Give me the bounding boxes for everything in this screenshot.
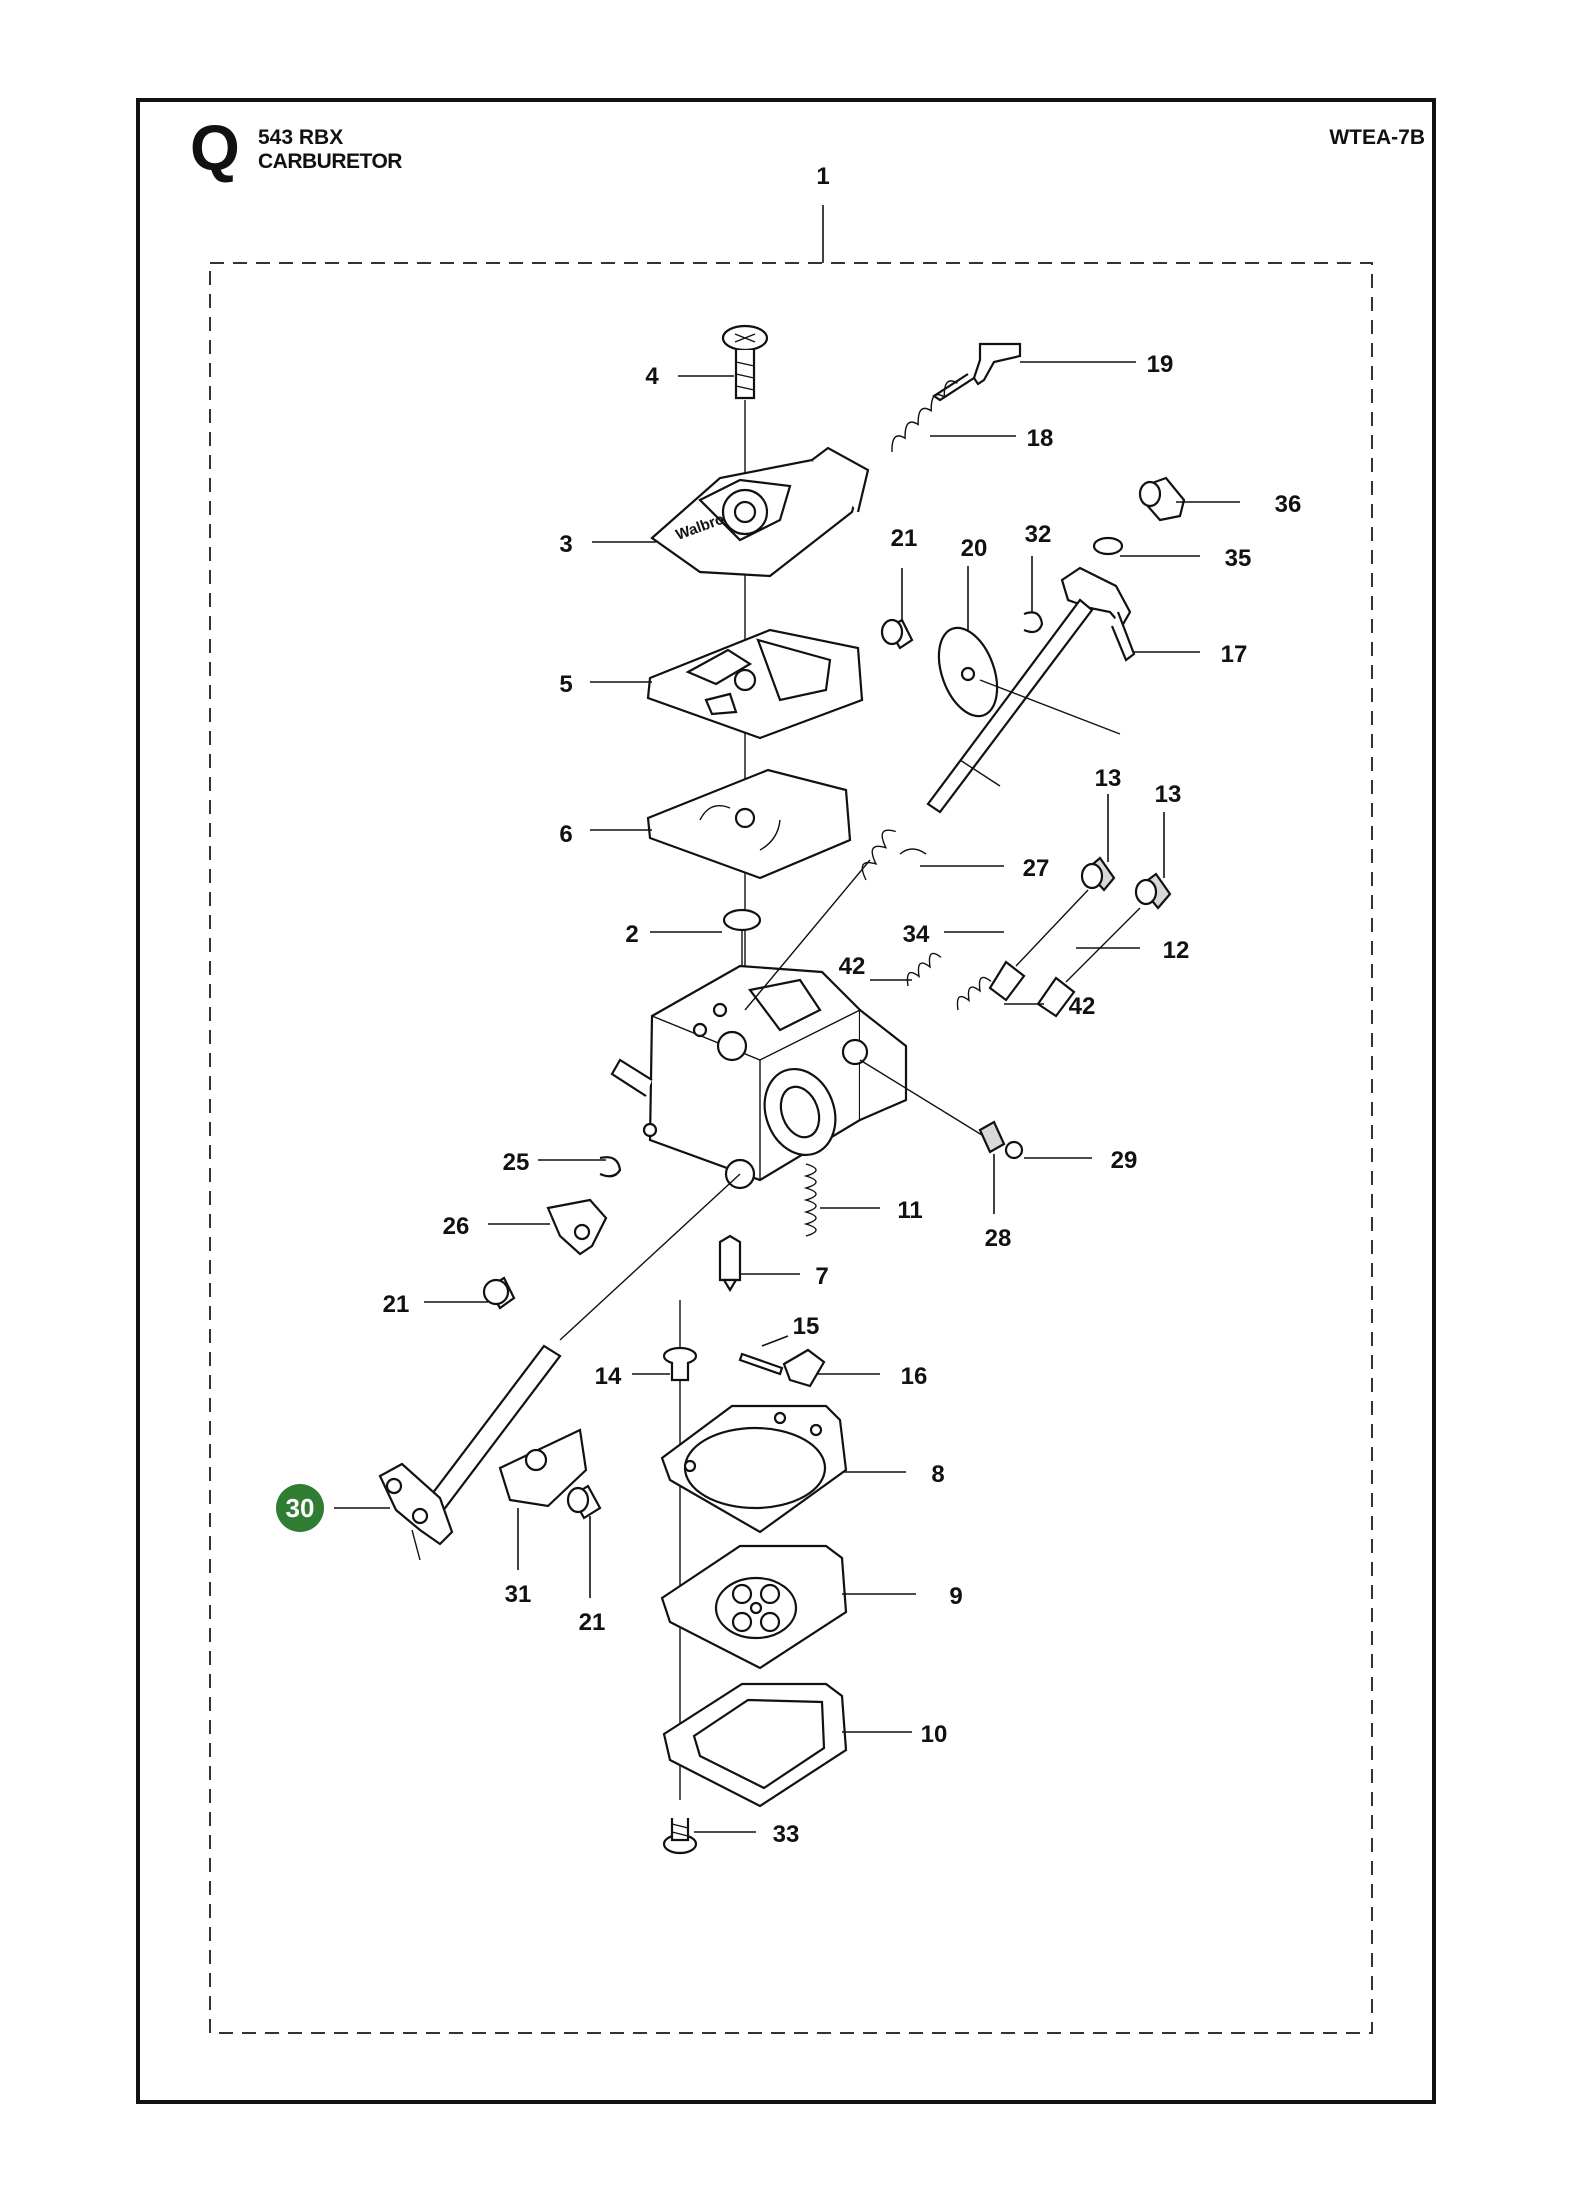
callout-14[interactable]: 14 xyxy=(595,1363,622,1390)
cap-part-36 xyxy=(1138,476,1186,522)
page-frame xyxy=(136,98,1436,2104)
needle-part-19 xyxy=(931,342,1022,402)
spring-part-27 xyxy=(861,829,927,881)
callout-29[interactable]: 29 xyxy=(1111,1147,1138,1174)
spring-part-42a xyxy=(906,952,942,987)
callout-32[interactable]: 32 xyxy=(1025,521,1052,548)
callout-7[interactable]: 7 xyxy=(815,1263,828,1290)
callout-10[interactable]: 10 xyxy=(921,1721,948,1748)
callout-31[interactable]: 31 xyxy=(505,1581,532,1608)
needle-part-12 xyxy=(1036,907,1141,1018)
ball-part-29 xyxy=(1004,1140,1024,1160)
callout-27[interactable]: 27 xyxy=(1023,855,1050,882)
callout-18[interactable]: 18 xyxy=(1027,425,1054,452)
callout-25[interactable]: 25 xyxy=(503,1149,530,1176)
callout-8[interactable]: 8 xyxy=(931,1461,944,1488)
spring-part-18 xyxy=(891,380,958,453)
gasket-part-5 xyxy=(646,628,864,740)
cap-part-13b xyxy=(1134,872,1172,910)
clip-part-32 xyxy=(1023,611,1044,634)
diaphragm-part-6 xyxy=(646,768,852,880)
carburetor-body xyxy=(610,964,908,1190)
needle-part-7 xyxy=(718,1234,742,1293)
callout-33[interactable]: 33 xyxy=(773,1821,800,1848)
pin-part-15 xyxy=(738,1352,784,1376)
callout-30[interactable]: 30 xyxy=(286,1493,315,1523)
callout-15[interactable]: 15 xyxy=(793,1313,820,1340)
callout-2[interactable]: 2 xyxy=(625,921,638,948)
throttle-shaft-part-30 xyxy=(378,1344,562,1561)
callout-21-top[interactable]: 21 xyxy=(891,525,918,552)
section-letter: Q xyxy=(190,112,240,184)
cover-part-3: Walbro xyxy=(650,446,870,578)
guide-line-right xyxy=(859,1059,991,1141)
screw-part-4 xyxy=(721,324,769,400)
screw-part-21-bottom xyxy=(566,1484,602,1520)
lever-part-17 xyxy=(1060,566,1136,662)
shaft-detail xyxy=(959,759,1001,787)
needle-part-34 xyxy=(988,889,1089,1002)
callout-3[interactable]: 3 xyxy=(559,531,572,558)
callout-6[interactable]: 6 xyxy=(559,821,572,848)
lever-part-16 xyxy=(782,1348,826,1388)
callout-13b[interactable]: 13 xyxy=(1155,781,1182,808)
callout-5[interactable]: 5 xyxy=(559,671,572,698)
clip-part-25 xyxy=(599,1156,622,1178)
leader-15 xyxy=(761,1335,789,1347)
callout-11[interactable]: 11 xyxy=(897,1197,922,1224)
lever-part-26 xyxy=(546,1198,608,1256)
callout-28[interactable]: 28 xyxy=(985,1225,1012,1252)
gasket-part-8 xyxy=(660,1404,848,1534)
callout-26[interactable]: 26 xyxy=(443,1213,470,1240)
cap-part-13a xyxy=(1080,856,1116,892)
callout-21-bottom[interactable]: 21 xyxy=(579,1609,606,1636)
assembly-boundary xyxy=(209,262,1373,2034)
guide-line-lower xyxy=(559,1173,741,1341)
gasket-part-10 xyxy=(662,1682,848,1808)
callout-42b[interactable]: 42 xyxy=(1069,993,1096,1020)
callout-42a[interactable]: 42 xyxy=(839,953,866,980)
callout-17[interactable]: 17 xyxy=(1221,641,1248,668)
callout-20[interactable]: 20 xyxy=(961,535,988,562)
callout-19[interactable]: 19 xyxy=(1147,351,1174,378)
document-reference: WTEA-7B xyxy=(1329,126,1425,149)
callout-1[interactable]: 1 xyxy=(816,163,829,190)
callout-21-left[interactable]: 21 xyxy=(383,1291,410,1318)
callout-35[interactable]: 35 xyxy=(1225,545,1252,572)
diaphragm-part-9 xyxy=(660,1544,848,1670)
plate-part-20 xyxy=(937,626,1121,735)
callout-4[interactable]: 4 xyxy=(645,363,659,390)
plate-part-31 xyxy=(498,1428,588,1508)
spring-part-11 xyxy=(803,1163,817,1237)
choke-shaft xyxy=(926,598,1094,814)
model-name: 543 RBX xyxy=(258,126,344,149)
screw-part-21-top xyxy=(880,618,914,650)
ring-part-35 xyxy=(1092,536,1124,556)
callout-34[interactable]: 34 xyxy=(903,921,930,948)
screw-part-28 xyxy=(978,1120,1006,1154)
diagram-subtitle: CARBURETOR xyxy=(258,150,402,173)
callout-13a[interactable]: 13 xyxy=(1095,765,1122,792)
guide-line-upper xyxy=(744,859,871,1011)
spring-part-42b xyxy=(956,976,992,1011)
callout-36[interactable]: 36 xyxy=(1275,491,1302,518)
screw-part-14 xyxy=(662,1346,698,1382)
callout-9[interactable]: 9 xyxy=(949,1583,962,1610)
screw-part-21-left xyxy=(482,1276,516,1310)
callout-12[interactable]: 12 xyxy=(1163,937,1190,964)
highlight-badge-30[interactable] xyxy=(276,1484,324,1532)
callout-16[interactable]: 16 xyxy=(901,1363,928,1390)
screw-part-33 xyxy=(662,1818,698,1855)
